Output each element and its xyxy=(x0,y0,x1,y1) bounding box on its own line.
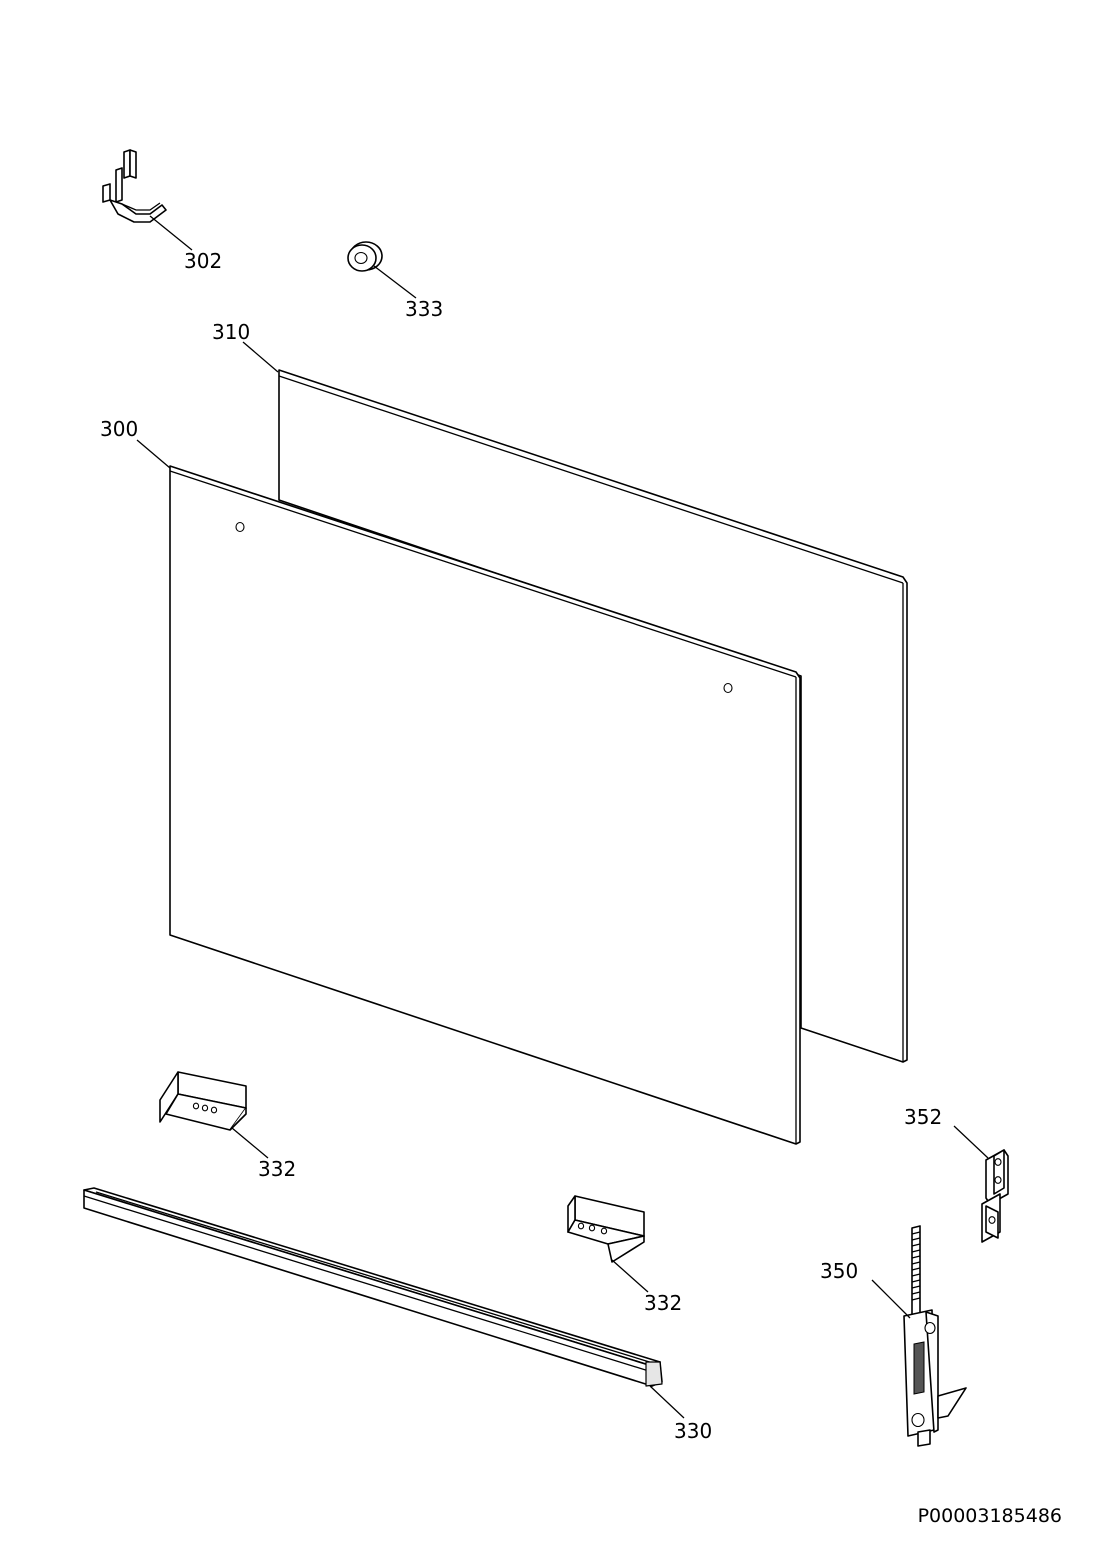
leader-350 xyxy=(871,1279,911,1319)
callout-332-right: 332 xyxy=(644,1291,682,1315)
leader-330 xyxy=(649,1385,685,1419)
door-hinge-icon xyxy=(903,1225,967,1447)
callout-350: 350 xyxy=(820,1259,858,1283)
leader-332-right xyxy=(611,1259,649,1293)
leader-302 xyxy=(149,215,193,251)
leader-332-left xyxy=(231,1127,269,1159)
leader-310 xyxy=(242,341,279,373)
hinge-receiver-icon xyxy=(981,1149,1009,1243)
callout-302: 302 xyxy=(184,249,222,273)
document-id: P00003185486 xyxy=(918,1505,1062,1527)
callout-352: 352 xyxy=(904,1105,942,1129)
callout-310: 310 xyxy=(212,320,250,344)
callout-300: 300 xyxy=(100,417,138,441)
leader-lines xyxy=(136,215,989,1419)
leader-352 xyxy=(953,1125,989,1159)
door-profile-bar-icon xyxy=(83,1187,663,1387)
outer-glass-panel-icon xyxy=(169,465,801,1145)
leader-333 xyxy=(373,265,417,299)
callout-333: 333 xyxy=(405,297,443,321)
grommet-icon xyxy=(347,241,383,272)
glass-bracket-left-icon xyxy=(159,1071,247,1131)
callout-330: 330 xyxy=(674,1419,712,1443)
callout-332-left: 332 xyxy=(258,1157,296,1181)
leader-300 xyxy=(136,439,171,469)
door-clip-302-icon xyxy=(102,149,167,223)
glass-bracket-right-icon xyxy=(567,1195,645,1263)
